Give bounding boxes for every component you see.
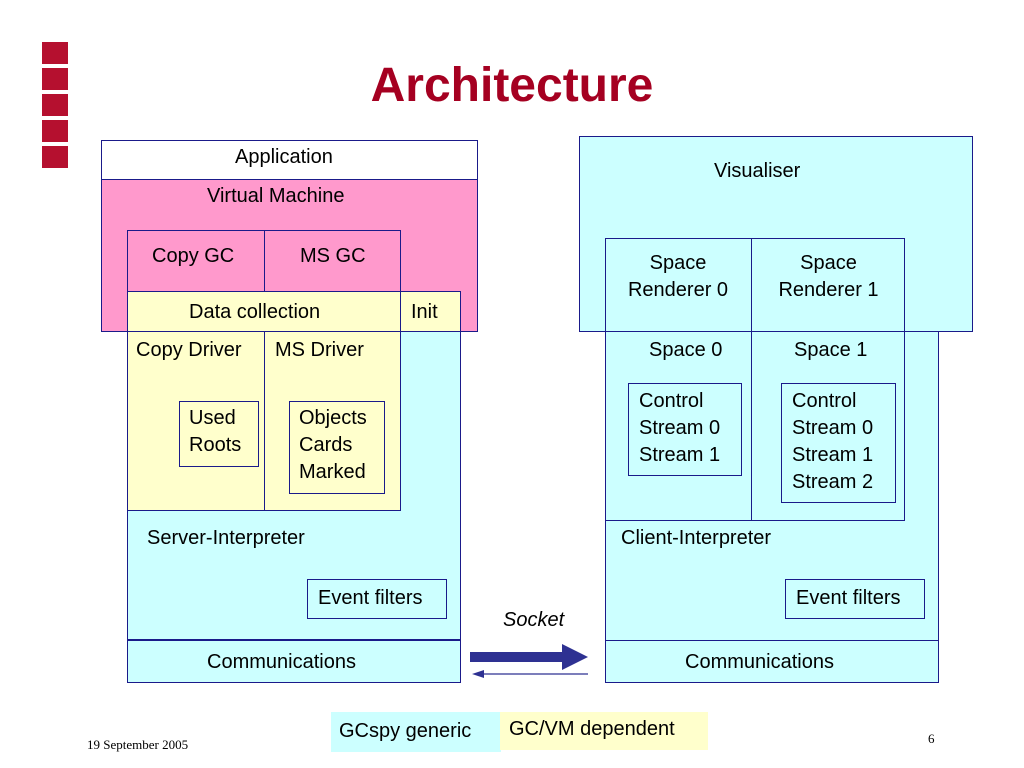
used-roots-box <box>179 401 259 467</box>
legend-dependent <box>500 712 708 750</box>
ms-driver-label: MS Driver <box>275 339 364 361</box>
footer-date: 19 September 2005 <box>87 737 189 752</box>
copy-driver-label: Copy Driver <box>136 339 242 361</box>
server-communications-label: Communications <box>207 651 356 673</box>
space-divider <box>751 238 752 521</box>
legend-dependent-label: GC/VM dependent <box>509 718 675 740</box>
application-box <box>101 140 478 180</box>
page-number: 6 <box>928 731 935 746</box>
init-box <box>400 291 461 332</box>
space-renderer-1-label: Space Renderer 1 <box>778 252 879 301</box>
socket-label: Socket <box>503 609 565 631</box>
gc-divider <box>264 230 265 292</box>
init-label: Init <box>411 301 438 323</box>
data-collection-box <box>127 291 401 332</box>
slide-bullet-decoration <box>42 68 68 90</box>
socket-send-arrow <box>470 644 588 670</box>
legend-generic <box>331 712 501 752</box>
socket-arrows <box>470 644 588 678</box>
server-communications-box <box>127 640 461 683</box>
server-interpreter-label: Server-Interpreter <box>147 527 305 549</box>
client-communications-box <box>605 640 939 683</box>
slide-title: Architecture <box>370 59 654 112</box>
slide-bullet-decoration <box>42 42 68 64</box>
server-event-filters-label: Event filters <box>318 587 423 609</box>
virtual-machine-label: Virtual Machine <box>207 185 345 207</box>
client-event-filters-label: Event filters <box>796 587 901 609</box>
copy-gc-label: Copy GC <box>152 245 235 267</box>
legend-generic-label: GCspy generic <box>339 720 472 742</box>
space-1-streams-label: Control Stream 0 Stream 1 Stream 2 <box>792 390 874 493</box>
space-renderer-0-label: Space Renderer 0 <box>627 252 729 301</box>
ms-gc-label: MS GC <box>300 245 366 267</box>
space-1-streams-box <box>781 383 896 503</box>
client-communications-label: Communications <box>685 651 834 673</box>
visualiser-label: Visualiser <box>714 160 801 182</box>
used-roots-label: Used Roots <box>189 407 242 456</box>
socket-return-arrowhead <box>472 670 484 678</box>
objects-cards-marked-box <box>289 401 385 494</box>
space-0-streams-box <box>628 383 742 476</box>
application-label: Application <box>235 146 333 168</box>
client-event-filters-box <box>785 579 925 619</box>
space-1-label: Space 1 <box>794 339 868 361</box>
objects-cards-marked-label: Objects Cards Marked <box>299 407 367 483</box>
slide-bullet-decoration <box>42 120 68 142</box>
data-collection-label: Data collection <box>189 301 321 323</box>
space-0-label: Space 0 <box>649 339 723 361</box>
slide-bullet-decoration <box>42 94 68 116</box>
space-0-streams-label: Control Stream 0 Stream 1 <box>639 390 721 466</box>
renderer-separator <box>605 331 905 332</box>
server-event-filters-box <box>307 579 447 619</box>
driver-divider <box>264 331 265 511</box>
client-interpreter-label: Client-Interpreter <box>621 527 772 549</box>
slide-bullet-decoration <box>42 146 68 168</box>
